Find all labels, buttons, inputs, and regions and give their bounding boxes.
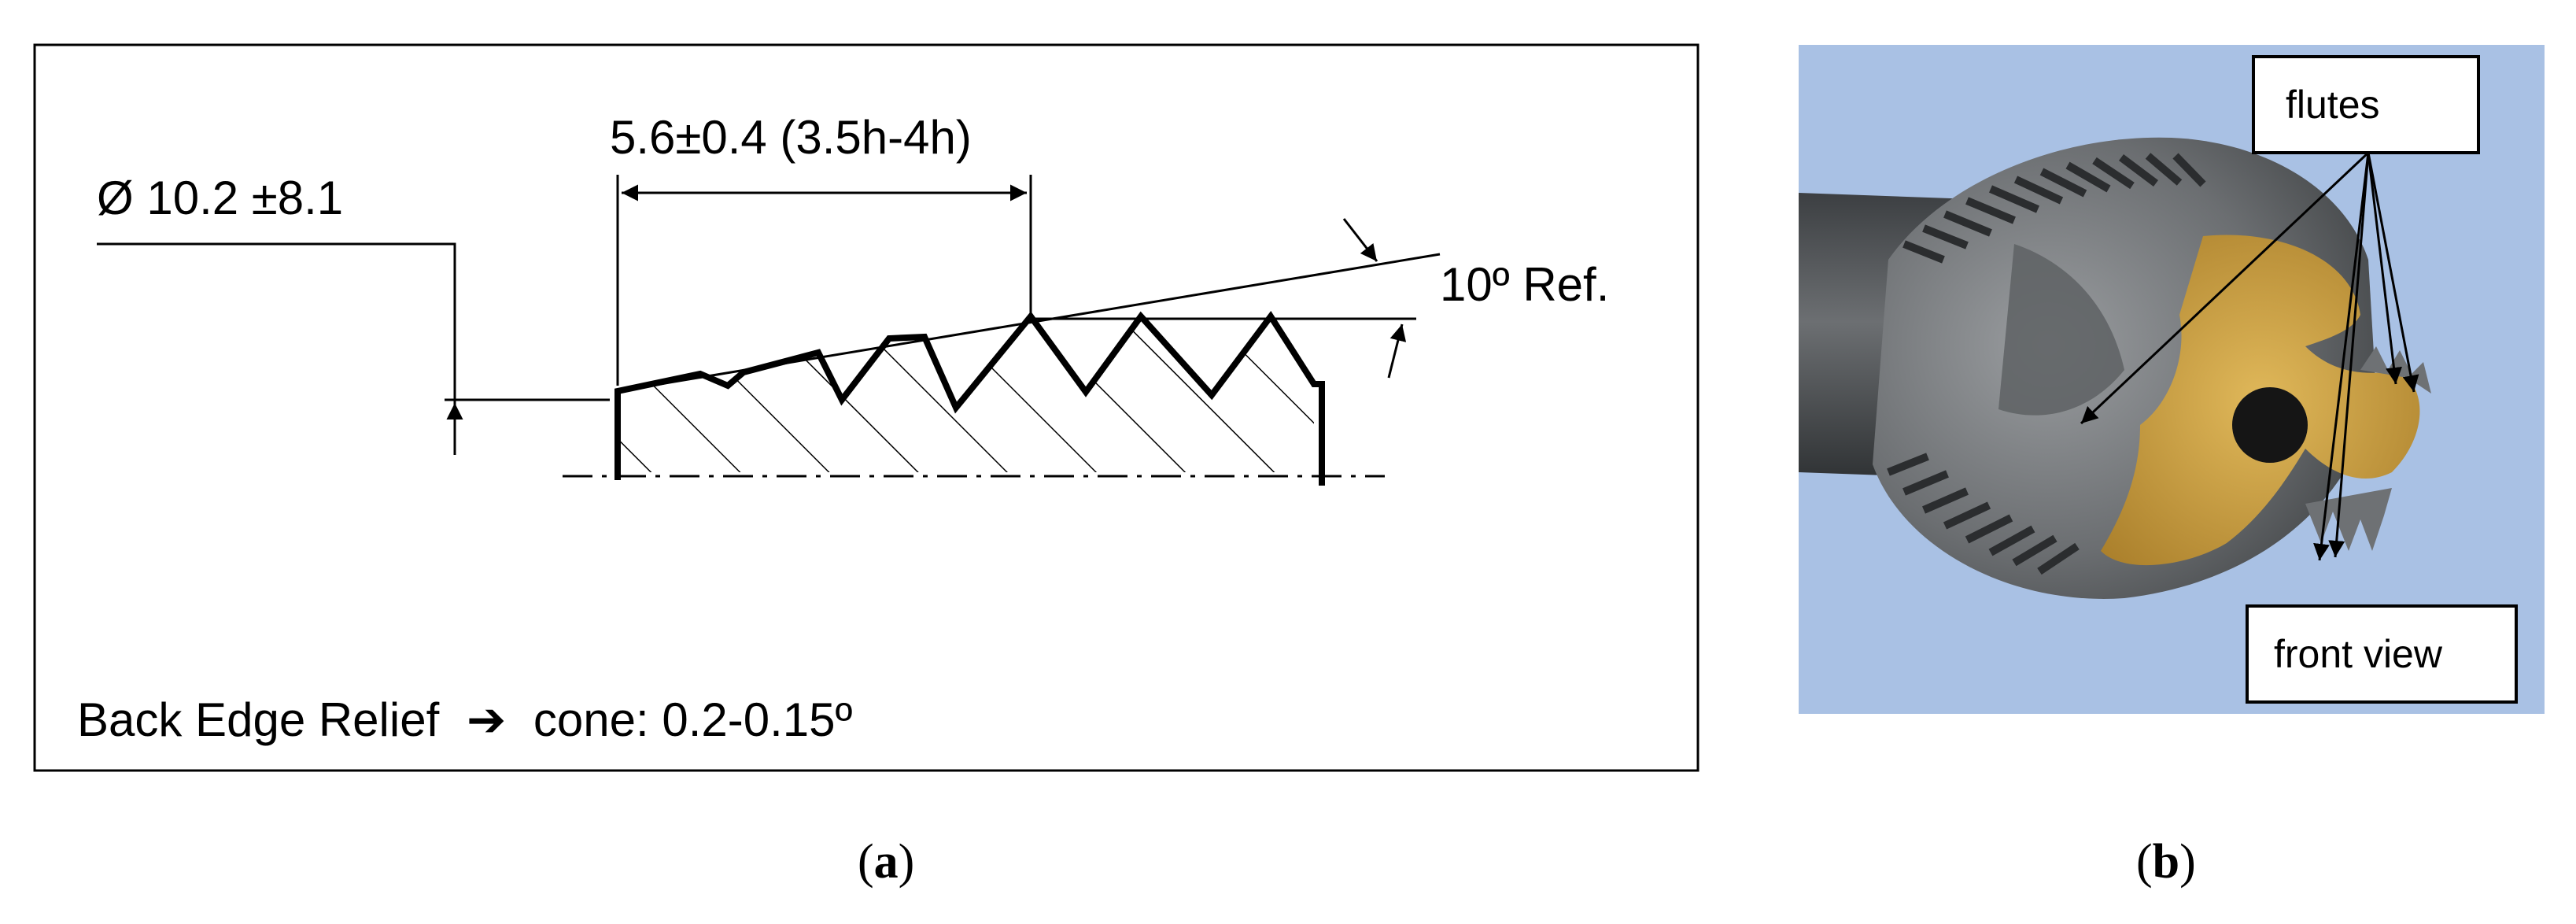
flutes-arrow-1	[2080, 151, 2370, 425]
panel-a-frame	[33, 43, 1699, 772]
panel-a-drawing: 5.6±0.4 (3.5h-4h) Ø 10.2 ±8.1 10º Ref. B…	[33, 43, 1699, 772]
angle-arrow-bottom	[1387, 323, 1407, 379]
front-view-label-box	[2246, 604, 2518, 704]
relief-note-suffix: cone: 0.2-0.15º	[533, 693, 853, 746]
thread-ridges-top	[1902, 153, 2206, 264]
angle-reference-text: 10º Ref.	[1440, 258, 1609, 311]
diameter-leader	[97, 242, 456, 455]
angle-line-taper	[617, 253, 1441, 393]
flutes-arrow-5	[2313, 152, 2370, 561]
flutes-arrow-4	[2328, 152, 2370, 558]
thread-profile	[614, 310, 1325, 486]
angle-arrow-top	[1342, 218, 1378, 262]
panel-b-caption: (b)	[2136, 835, 2196, 889]
length-dimension-text: 5.6±0.4 (3.5h-4h)	[610, 111, 972, 164]
relief-note-prefix: Back Edge Relief	[77, 693, 440, 746]
flutes-label: flutes	[2286, 83, 2380, 127]
panel-a-caption: (a)	[858, 835, 914, 889]
relief-note: Back Edge Relief ➔ cone: 0.2-0.15º	[77, 693, 853, 748]
flutes-arrow-3	[2367, 152, 2419, 393]
thread-ridges-bottom	[1887, 453, 2080, 575]
panel-b-photo: flutes front view	[1799, 45, 2545, 714]
flutes-arrow-2	[2367, 152, 2402, 385]
flute-groove	[1998, 244, 2124, 416]
panel-b-letter: b	[2153, 835, 2179, 889]
coolant-hole	[2232, 387, 2308, 463]
diameter-dimension-text: Ø 10.2 ±8.1	[97, 172, 343, 224]
front-view-label: front view	[2274, 632, 2443, 676]
flutes-label-box	[2252, 55, 2480, 154]
panel-a-letter: a	[874, 835, 899, 889]
relief-note-arrow: ➔	[467, 693, 506, 748]
